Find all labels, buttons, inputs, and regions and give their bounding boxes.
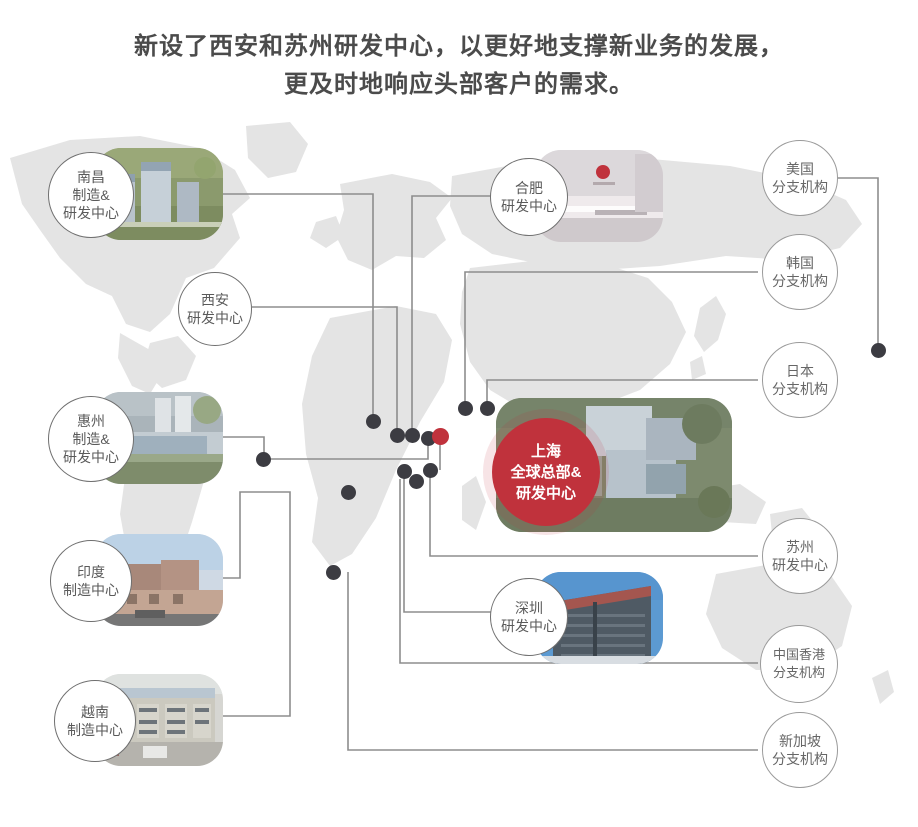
hongkong-label-2: 分支机构 [772, 665, 825, 680]
hefei-label-1: 合肥 [515, 180, 543, 196]
xian-label-1: 西安 [201, 292, 229, 308]
map-dot-hefei [405, 428, 420, 443]
map-dot-singapore [326, 565, 341, 580]
xian-bubble[interactable]: 西安 研发中心 [178, 272, 252, 346]
huizhou-label-3: 研发中心 [63, 449, 119, 465]
usa-label-1: 美国 [786, 161, 814, 177]
map-dot-india [256, 452, 271, 467]
india-label-1: 印度 [77, 564, 105, 580]
nanchang-bubble[interactable]: 南昌 制造& 研发中心 [48, 152, 134, 238]
map-dot-vietnam [341, 485, 356, 500]
hongkong-bubble[interactable]: 中国香港 分支机构 [760, 625, 838, 703]
india-bubble[interactable]: 印度 制造中心 [50, 540, 132, 622]
map-dot-usa [871, 343, 886, 358]
japan-label-1: 日本 [786, 363, 814, 379]
map-dot-korea [458, 401, 473, 416]
xian-label-2: 研发中心 [187, 310, 243, 326]
map-dot-japan [480, 401, 495, 416]
usa-label-2: 分支机构 [772, 179, 828, 195]
shanghai-label-2: 全球总部& [510, 463, 582, 481]
shanghai-label-3: 研发中心 [515, 484, 576, 502]
korea-label-2: 分支机构 [772, 273, 828, 289]
india-label-2: 制造中心 [63, 582, 119, 598]
singapore-bubble[interactable]: 新加坡 分支机构 [762, 712, 838, 788]
shenzhen-label-1: 深圳 [515, 600, 543, 616]
huizhou-label-2: 制造& [72, 431, 110, 447]
vietnam-label-1: 越南 [81, 704, 109, 720]
shanghai-hq-bubble[interactable]: 上海 全球总部& 研发中心 [492, 418, 600, 526]
hefei-bubble[interactable]: 合肥 研发中心 [490, 158, 568, 236]
japan-label-2: 分支机构 [772, 381, 828, 397]
vietnam-bubble[interactable]: 越南 制造中心 [54, 680, 136, 762]
map-dot-hongkong [409, 474, 424, 489]
hefei-label-2: 研发中心 [501, 198, 557, 214]
singapore-label-1: 新加坡 [779, 733, 821, 749]
map-dot-suzhou [423, 463, 438, 478]
korea-bubble[interactable]: 韩国 分支机构 [762, 234, 838, 310]
hefei-photo [535, 150, 663, 242]
hongkong-label-1: 中国香港 [772, 647, 825, 662]
shanghai-label-1: 上海 [530, 442, 561, 460]
page-title: 新设了西安和苏州研发中心，以更好地支撑新业务的发展， 更及时地响应头部客户的需求… [0, 28, 918, 104]
shenzhen-bubble[interactable]: 深圳 研发中心 [490, 578, 568, 656]
map-dot-shenzhen [397, 464, 412, 479]
map-dot-xian [390, 428, 405, 443]
nanchang-label-1: 南昌 [77, 169, 105, 185]
nanchang-label-2: 制造& [72, 187, 110, 203]
suzhou-label-2: 研发中心 [772, 557, 828, 573]
shenzhen-label-2: 研发中心 [501, 618, 557, 634]
japan-bubble[interactable]: 日本 分支机构 [762, 342, 838, 418]
suzhou-label-1: 苏州 [786, 539, 814, 555]
huizhou-label-1: 惠州 [77, 413, 105, 429]
map-dot-shanghai [432, 428, 449, 445]
singapore-label-2: 分支机构 [772, 751, 828, 767]
usa-bubble[interactable]: 美国 分支机构 [762, 140, 838, 216]
map-dot-nanchang [366, 414, 381, 429]
suzhou-bubble[interactable]: 苏州 研发中心 [762, 518, 838, 594]
nanchang-label-3: 研发中心 [63, 205, 119, 221]
title-line-2: 更及时地响应头部客户的需求。 [284, 71, 634, 98]
title-line-1: 新设了西安和苏州研发中心，以更好地支撑新业务的发展， [134, 33, 784, 60]
korea-label-1: 韩国 [786, 255, 814, 271]
vietnam-label-2: 制造中心 [67, 722, 123, 738]
huizhou-bubble[interactable]: 惠州 制造& 研发中心 [48, 396, 134, 482]
